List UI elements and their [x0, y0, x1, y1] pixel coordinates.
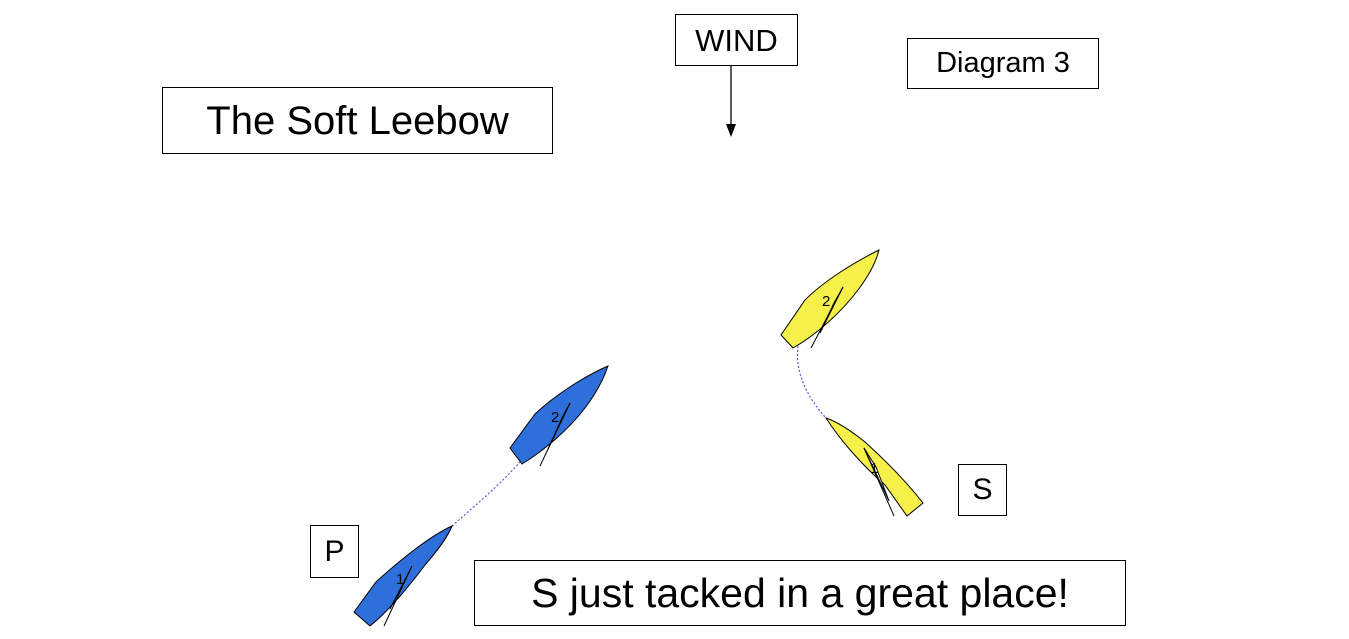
port-boat-track [451, 461, 521, 527]
starboard-boat-position-1: 1 [824, 417, 924, 517]
port-boat-label: P [310, 525, 359, 578]
port-boat-position-1: 1 [353, 525, 453, 627]
starboard-boat-position-1-number: 1 [870, 460, 878, 477]
wind-label: WIND [675, 14, 798, 66]
port-boat-position-2: 2 [509, 365, 609, 467]
starboard-boat-position-2-number: 2 [822, 293, 830, 310]
diagram-title: The Soft Leebow [162, 87, 553, 154]
diagram-number-label: Diagram 3 [907, 38, 1099, 89]
wind-arrow-icon [726, 66, 736, 137]
starboard-boat-label: S [958, 464, 1007, 516]
port-boat-position-1-number: 1 [396, 571, 404, 588]
starboard-boat-track [796, 345, 827, 419]
port-boat-position-2-number: 2 [551, 409, 559, 426]
starboard-boat-position-2: 2 [780, 249, 880, 349]
diagram-caption: S just tacked in a great place! [474, 560, 1126, 626]
